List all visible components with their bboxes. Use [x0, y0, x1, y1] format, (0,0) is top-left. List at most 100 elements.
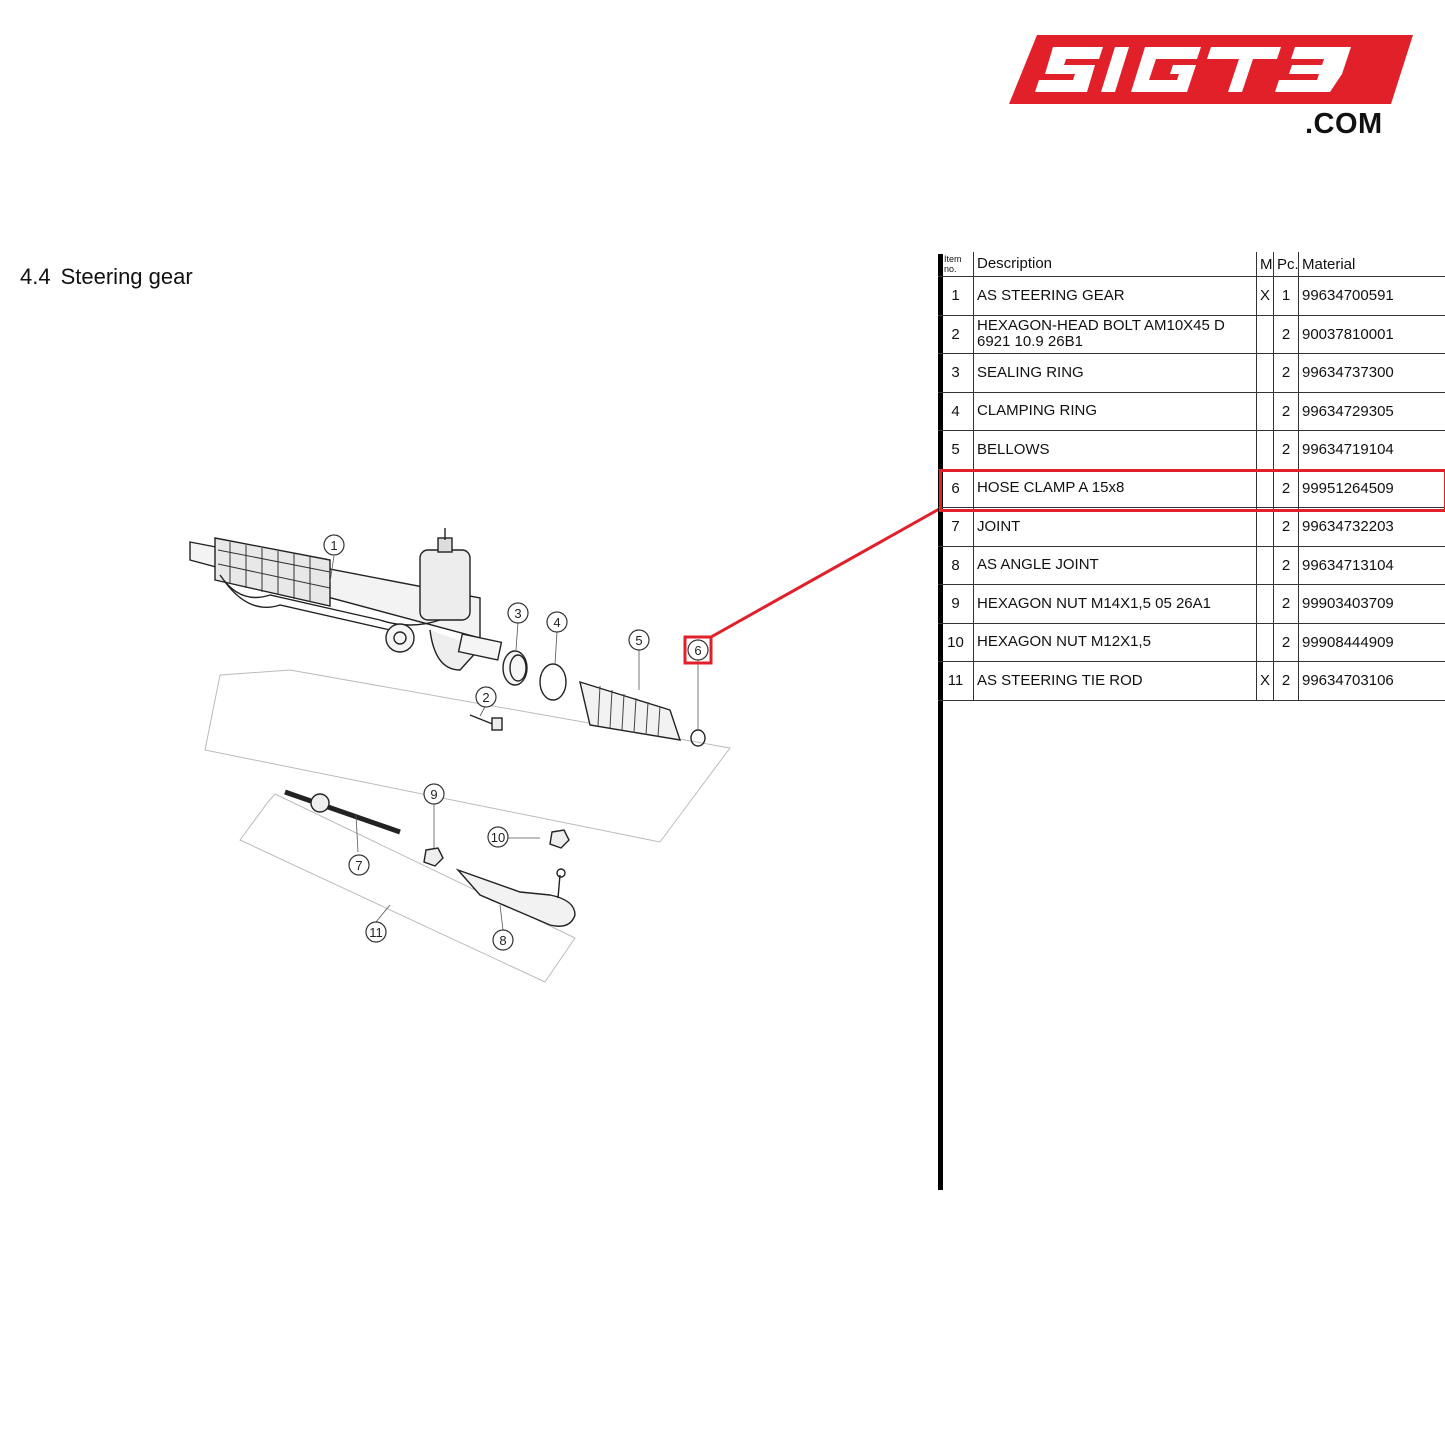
row-m [1256, 469, 1274, 508]
callout-label-2: 2 [482, 690, 489, 705]
row-item: 11 [938, 661, 974, 701]
row-pc: 2 [1273, 623, 1299, 662]
row-item: 6 [938, 469, 974, 508]
row-m: X [1256, 276, 1274, 316]
row-pc: 2 [1273, 315, 1299, 354]
section-name: Steering gear [60, 264, 193, 289]
table-row: 1 AS STEERING GEAR X 1 99634700591 [938, 276, 1445, 316]
row-pc: 2 [1273, 507, 1299, 547]
callout-5 [628, 629, 650, 651]
row-description: AS ANGLE JOINT [973, 546, 1257, 585]
table-row-highlighted[interactable]: 6 HOSE CLAMP A 15x8 2 99951264509 [938, 469, 1445, 508]
table-row: 3 SEALING RING 2 99634737300 [938, 353, 1445, 393]
callout-label-5: 5 [635, 633, 642, 648]
row-description: HOSE CLAMP A 15x8 [973, 469, 1257, 508]
section-title: 4.4 Steering gear [20, 264, 193, 290]
row-item: 10 [938, 623, 974, 662]
callout-label-3: 3 [514, 606, 521, 621]
header-pc: Pc. [1273, 252, 1299, 277]
section-number: 4.4 [20, 264, 51, 289]
table-row: 10 HEXAGON NUT M12X1,5 2 99908444909 [938, 623, 1445, 662]
row-pc: 2 [1273, 430, 1299, 470]
header-item-no: Item no. [938, 252, 974, 277]
header-m: M [1256, 252, 1274, 277]
row-item: 5 [938, 430, 974, 470]
row-item: 3 [938, 353, 974, 393]
callout-8 [492, 929, 514, 951]
header-material: Material [1298, 252, 1445, 277]
row-description: AS STEERING GEAR [973, 276, 1257, 316]
callout-6-highlight [683, 635, 713, 665]
row-material[interactable]: 99903403709 [1298, 584, 1445, 624]
row-material[interactable]: 99634703106 [1298, 661, 1445, 701]
row-item: 8 [938, 546, 974, 585]
callout-label-9: 9 [430, 787, 437, 802]
row-material[interactable]: 99634729305 [1298, 392, 1445, 431]
row-material[interactable]: 99634732203 [1298, 507, 1445, 547]
callout-1 [323, 534, 345, 556]
logo-com-text: .COM [1305, 108, 1383, 140]
row-item: 1 [938, 276, 974, 316]
row-description: HEXAGON-HEAD BOLT AM10X45 D 6921 10.9 26… [973, 315, 1257, 354]
row-pc: 2 [1273, 584, 1299, 624]
row-description: JOINT [973, 507, 1257, 547]
row-pc: 2 [1273, 353, 1299, 393]
callout-label-1: 1 [330, 538, 337, 553]
steering-gear-drawing: 1 2 3 4 5 6 7 8 9 10 11 [189, 528, 731, 983]
callout-label-11: 11 [369, 925, 383, 940]
row-description: SEALING RING [973, 353, 1257, 393]
row-pc: 2 [1273, 469, 1299, 508]
row-material[interactable]: 99634713104 [1298, 546, 1445, 585]
callout-label-4: 4 [553, 615, 560, 630]
row-pc: 2 [1273, 392, 1299, 431]
row-material[interactable]: 99634719104 [1298, 430, 1445, 470]
sigt3-logo-mark [1009, 35, 1413, 104]
row-material[interactable]: 99634737300 [1298, 353, 1445, 393]
row-pc: 2 [1273, 546, 1299, 585]
table-row: 5 BELLOWS 2 99634719104 [938, 430, 1445, 470]
row-material[interactable]: 99908444909 [1298, 623, 1445, 662]
row-pc: 2 [1273, 661, 1299, 701]
row-item: 9 [938, 584, 974, 624]
callout-11 [365, 921, 387, 943]
row-m [1256, 353, 1274, 393]
row-description: HEXAGON NUT M14X1,5 05 26A1 [973, 584, 1257, 624]
row-m [1256, 507, 1274, 547]
row-m [1256, 546, 1274, 585]
row-item: 4 [938, 392, 974, 431]
header-description: Description [973, 252, 1257, 277]
row-material[interactable]: 90037810001 [1298, 315, 1445, 354]
callout-label-6: 6 [694, 643, 701, 658]
row-material[interactable]: 99951264509 [1298, 469, 1445, 508]
row-6-highlight-box [939, 469, 1445, 512]
callout-9 [423, 783, 445, 805]
table-row: 7 JOINT 2 99634732203 [938, 507, 1445, 547]
row-description: CLAMPING RING [973, 392, 1257, 431]
callout-3 [507, 602, 529, 624]
callout-6 [687, 639, 709, 661]
callout-7 [348, 854, 370, 876]
row-description: BELLOWS [973, 430, 1257, 470]
row-m: X [1256, 661, 1274, 701]
row-m [1256, 584, 1274, 624]
exploded-diagram: 1 2 3 4 5 6 7 8 9 10 11 [180, 520, 740, 995]
parts-table: Item no. Description M Pc. Material 1 AS… [938, 252, 1445, 701]
row-description: AS STEERING TIE ROD [973, 661, 1257, 701]
row-item: 2 [938, 315, 974, 354]
row-pc: 1 [1273, 276, 1299, 316]
row-description: HEXAGON NUT M12X1,5 [973, 623, 1257, 662]
table-left-bar [938, 254, 943, 1190]
row-m [1256, 623, 1274, 662]
row-material[interactable]: 99634700591 [1298, 276, 1445, 316]
callout-label-7: 7 [355, 858, 362, 873]
table-row: 4 CLAMPING RING 2 99634729305 [938, 392, 1445, 431]
row-m [1256, 430, 1274, 470]
table-row: 9 HEXAGON NUT M14X1,5 05 26A1 2 99903403… [938, 584, 1445, 624]
callout-label-8: 8 [499, 933, 506, 948]
table-row: 8 AS ANGLE JOINT 2 99634713104 [938, 546, 1445, 585]
callout-4 [546, 611, 568, 633]
callout-2 [475, 686, 497, 708]
table-row: 11 AS STEERING TIE ROD X 2 99634703106 [938, 661, 1445, 701]
callout-10 [487, 826, 509, 848]
sigt3-logo[interactable]: .COM [1005, 32, 1415, 142]
